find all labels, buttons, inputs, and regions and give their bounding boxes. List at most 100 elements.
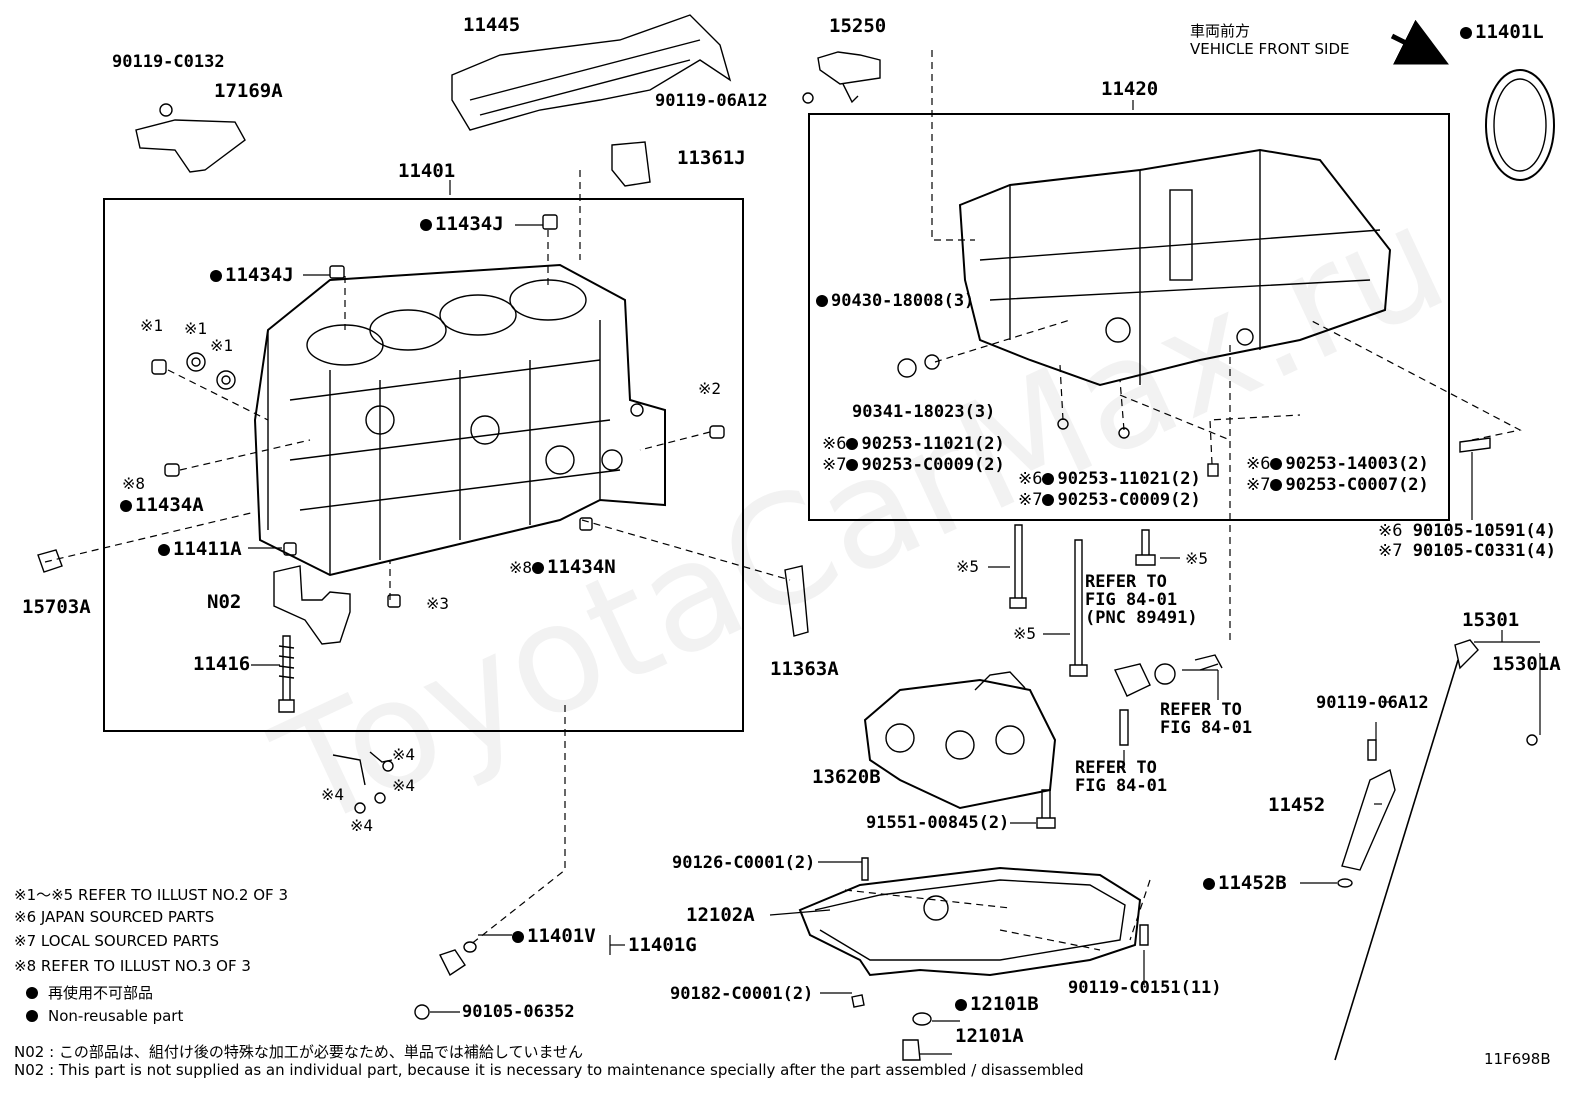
refer-fig-84-01-right[interactable]: REFER TO FIG 84-01 xyxy=(1160,700,1253,738)
non-reusable-dot-icon xyxy=(955,999,967,1011)
label-12101b[interactable]: 12101B xyxy=(955,993,1039,1015)
footnote-jp: N02 : この部品は、組付け後の特殊な加工が必要なため、単品では補給していませ… xyxy=(14,1043,584,1061)
legend-line-6: ※6 JAPAN SOURCED PARTS xyxy=(14,908,215,926)
mark-8-a: ※8 xyxy=(122,474,146,493)
label-11401v[interactable]: 11401V xyxy=(512,925,596,947)
non-reusable-dot-icon xyxy=(1270,479,1283,491)
label-13620b[interactable]: 13620B xyxy=(812,766,881,788)
label-90119-c0151[interactable]: 90119-C0151(11) xyxy=(1068,978,1222,998)
non-reusable-dot-icon xyxy=(26,987,38,999)
label-11434j-b[interactable]: 11434J xyxy=(210,264,294,286)
non-reusable-dot-icon xyxy=(846,438,859,450)
label-12102a[interactable]: 12102A xyxy=(686,904,755,926)
non-reusable-dot-icon xyxy=(1460,27,1472,39)
mark-5-c: ※5 xyxy=(1013,624,1037,643)
legend-line-8: ※8 REFER TO ILLUST NO.3 OF 3 xyxy=(14,957,251,975)
mark-3: ※3 xyxy=(426,594,450,613)
label-15301[interactable]: 15301 xyxy=(1462,609,1520,631)
mark-1-a: ※1 xyxy=(140,316,164,335)
refer-fig-84-01-pnc[interactable]: REFER TO FIG 84-01 (PNC 89491) xyxy=(1085,572,1198,628)
label-90119-c0132[interactable]: 90119-C0132 xyxy=(112,52,225,72)
label-11361j[interactable]: 11361J xyxy=(677,147,746,169)
non-reusable-dot-icon xyxy=(816,295,828,307)
non-reusable-dot-icon xyxy=(1203,878,1215,890)
non-reusable-dot-icon xyxy=(532,562,545,574)
non-reusable-dot-icon xyxy=(1042,494,1055,506)
mark-8-b: ※8 xyxy=(509,558,533,577)
label-90105-06352[interactable]: 90105-06352 xyxy=(462,1002,575,1022)
non-reusable-dot-icon xyxy=(512,931,524,943)
label-12101a[interactable]: 12101A xyxy=(955,1025,1024,1047)
label-11420-group[interactable]: 11420 xyxy=(1101,78,1159,100)
label-15301a[interactable]: 15301A xyxy=(1492,653,1561,675)
legend-line-1-5: ※1～※5 REFER TO ILLUST NO.2 OF 3 xyxy=(14,886,288,904)
label-11363a[interactable]: 11363A xyxy=(770,658,839,680)
non-reusable-dot-icon xyxy=(26,1010,38,1022)
label-11434j-a[interactable]: 11434J xyxy=(420,213,504,235)
solid-leaders xyxy=(248,100,1541,1055)
non-reusable-dot-icon xyxy=(420,219,432,231)
cylinder-block-illustration xyxy=(253,263,666,577)
bracket-17169a xyxy=(135,119,246,173)
oil-pump-13620b-illustration xyxy=(863,671,1057,810)
mark-1-b: ※1 xyxy=(184,319,208,338)
legend-line-7: ※7 LOCAL SOURCED PARTS xyxy=(14,932,219,950)
label-90430[interactable]: 90430-18008(3) xyxy=(816,292,974,310)
sensor-15250 xyxy=(817,51,881,85)
legend-dot-jp: 再使用不可部品 xyxy=(26,982,153,1003)
label-15250[interactable]: 15250 xyxy=(829,15,887,37)
mark-4-a: ※4 xyxy=(392,745,416,764)
mark-5-a: ※5 xyxy=(956,557,980,576)
label-15703a[interactable]: 15703A xyxy=(22,596,91,618)
non-reusable-dot-icon xyxy=(158,544,170,556)
label-90341[interactable]: 90341-18023(3) xyxy=(852,402,996,422)
mark-4-b: ※4 xyxy=(392,776,416,795)
label-90119-06a12-top[interactable]: 90119-06A12 xyxy=(655,91,768,111)
label-90126[interactable]: 90126-C0001(2) xyxy=(672,853,816,873)
mark-4-d: ※4 xyxy=(350,816,374,835)
oil-pan-lower-illustration xyxy=(798,866,1142,977)
footnote-en: N02 : This part is not supplied as an in… xyxy=(14,1061,1084,1079)
label-11401g[interactable]: 11401G xyxy=(628,934,697,956)
label-11416[interactable]: 11416 xyxy=(193,653,251,675)
non-reusable-dot-icon xyxy=(1270,458,1283,470)
refer-fig-84-01-lower[interactable]: REFER TO FIG 84-01 xyxy=(1075,758,1168,796)
non-reusable-dot-icon xyxy=(1042,473,1055,485)
vehicle-front-arrow xyxy=(1390,19,1449,65)
cover-11445 xyxy=(451,14,732,131)
upper-oil-pan-group-frame xyxy=(808,113,1450,521)
label-11434a[interactable]: 11434A xyxy=(120,494,204,516)
label-11401l[interactable]: 11401L xyxy=(1460,21,1544,43)
label-90119-06a12-right[interactable]: 90119-06A12 xyxy=(1316,693,1429,713)
label-90105-c0331[interactable]: ※7 90105-C0331(4) xyxy=(1378,541,1557,561)
dipstick-guide-11452 xyxy=(1341,768,1396,871)
label-11401-group[interactable]: 11401 xyxy=(398,160,456,182)
non-reusable-dot-icon xyxy=(120,500,132,512)
vehicle-front-jp: 車両前方 xyxy=(1190,22,1251,40)
vehicle-front-en: VEHICLE FRONT SIDE xyxy=(1190,40,1350,58)
label-90105-10591[interactable]: ※6 90105-10591(4) xyxy=(1378,521,1557,541)
label-n02[interactable]: N02 xyxy=(207,591,242,613)
label-90182[interactable]: 90182-C0001(2) xyxy=(670,984,814,1004)
label-11452b[interactable]: 11452B xyxy=(1203,872,1287,894)
mark-1-c: ※1 xyxy=(210,336,234,355)
label-17169a[interactable]: 17169A xyxy=(214,80,283,102)
legend-dot-en: Non-reusable part xyxy=(26,1007,183,1025)
label-11411a[interactable]: 11411A xyxy=(158,538,242,560)
mark-5-b: ※5 xyxy=(1185,549,1209,568)
label-11445[interactable]: 11445 xyxy=(463,14,521,36)
bearing-cap-illustration xyxy=(273,565,351,645)
label-91551[interactable]: 91551-00845(2) xyxy=(866,813,1010,833)
mark-2: ※2 xyxy=(698,379,722,398)
label-11452[interactable]: 11452 xyxy=(1268,794,1326,816)
figure-code: 11F698B xyxy=(1484,1050,1551,1068)
bolt-11416 xyxy=(278,635,295,713)
